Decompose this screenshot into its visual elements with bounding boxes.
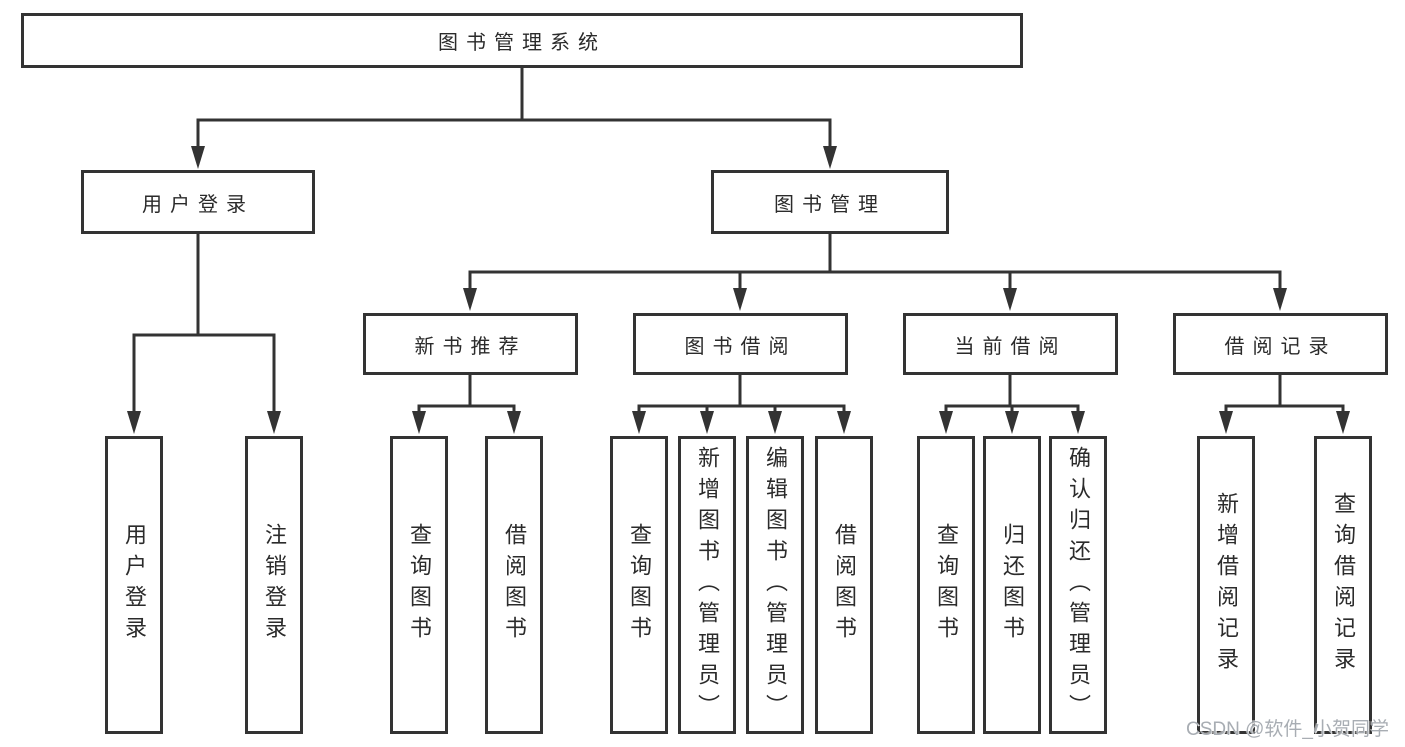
node-current-borrow: 当前借阅	[903, 313, 1118, 375]
leaf-query-books-recommend: 查询图书	[390, 436, 448, 734]
node-user-login-label: 用户登录	[142, 193, 254, 216]
leaf-user-login-label: 用户登录	[122, 523, 147, 647]
leaf-add-borrow-record-label: 新增借阅记录	[1214, 492, 1239, 678]
node-root-system: 图书管理系统	[21, 13, 1023, 68]
leaf-borrow-books-recommend: 借阅图书	[485, 436, 543, 734]
leaf-confirm-return-admin-label: 确认归还（管理员）	[1066, 445, 1091, 725]
node-new-book-recommend: 新书推荐	[363, 313, 578, 375]
node-user-login: 用户登录	[81, 170, 315, 234]
node-borrow-records: 借阅记录	[1173, 313, 1388, 375]
node-borrow-records-label: 借阅记录	[1224, 335, 1337, 358]
leaf-query-books-borrow: 查询图书	[610, 436, 668, 734]
node-book-borrow: 图书借阅	[633, 313, 848, 375]
leaf-logout-login-label: 注销登录	[262, 523, 287, 647]
leaf-query-books-current-label: 查询图书	[934, 523, 959, 647]
leaf-edit-books-admin-label: 编辑图书（管理员）	[763, 445, 788, 725]
leaf-return-books: 归还图书	[983, 436, 1041, 734]
leaf-borrow-books-label: 借阅图书	[832, 523, 857, 647]
node-current-borrow-label: 当前借阅	[954, 335, 1067, 358]
leaf-query-borrow-record-label: 查询借阅记录	[1331, 492, 1356, 678]
arrowhead-icons	[127, 146, 1350, 434]
leaf-edit-books-admin: 编辑图书（管理员）	[746, 436, 804, 734]
csdn-watermark: CSDN @软件_小贺同学	[1186, 719, 1389, 740]
node-book-borrow-label: 图书借阅	[684, 335, 797, 358]
node-new-book-recommend-label: 新书推荐	[414, 335, 527, 358]
leaf-borrow-books-recommend-label: 借阅图书	[502, 523, 527, 647]
leaf-confirm-return-admin: 确认归还（管理员）	[1049, 436, 1107, 734]
leaf-query-books-recommend-label: 查询图书	[407, 523, 432, 647]
leaf-user-login: 用户登录	[105, 436, 163, 734]
leaf-return-books-label: 归还图书	[1000, 523, 1025, 647]
leaf-logout-login: 注销登录	[245, 436, 303, 734]
node-root-system-label: 图书管理系统	[438, 32, 606, 54]
leaf-add-borrow-record: 新增借阅记录	[1197, 436, 1255, 734]
leaf-query-books-current: 查询图书	[917, 436, 975, 734]
leaf-query-borrow-record: 查询借阅记录	[1314, 436, 1372, 734]
edge-lines	[132, 66, 1345, 412]
node-book-management: 图书管理	[711, 170, 949, 234]
leaf-add-books-admin-label: 新增图书（管理员）	[695, 445, 720, 725]
node-book-management-label: 图书管理	[774, 193, 886, 216]
leaf-borrow-books: 借阅图书	[815, 436, 873, 734]
leaf-add-books-admin: 新增图书（管理员）	[678, 436, 736, 734]
leaf-query-books-borrow-label: 查询图书	[627, 523, 652, 647]
